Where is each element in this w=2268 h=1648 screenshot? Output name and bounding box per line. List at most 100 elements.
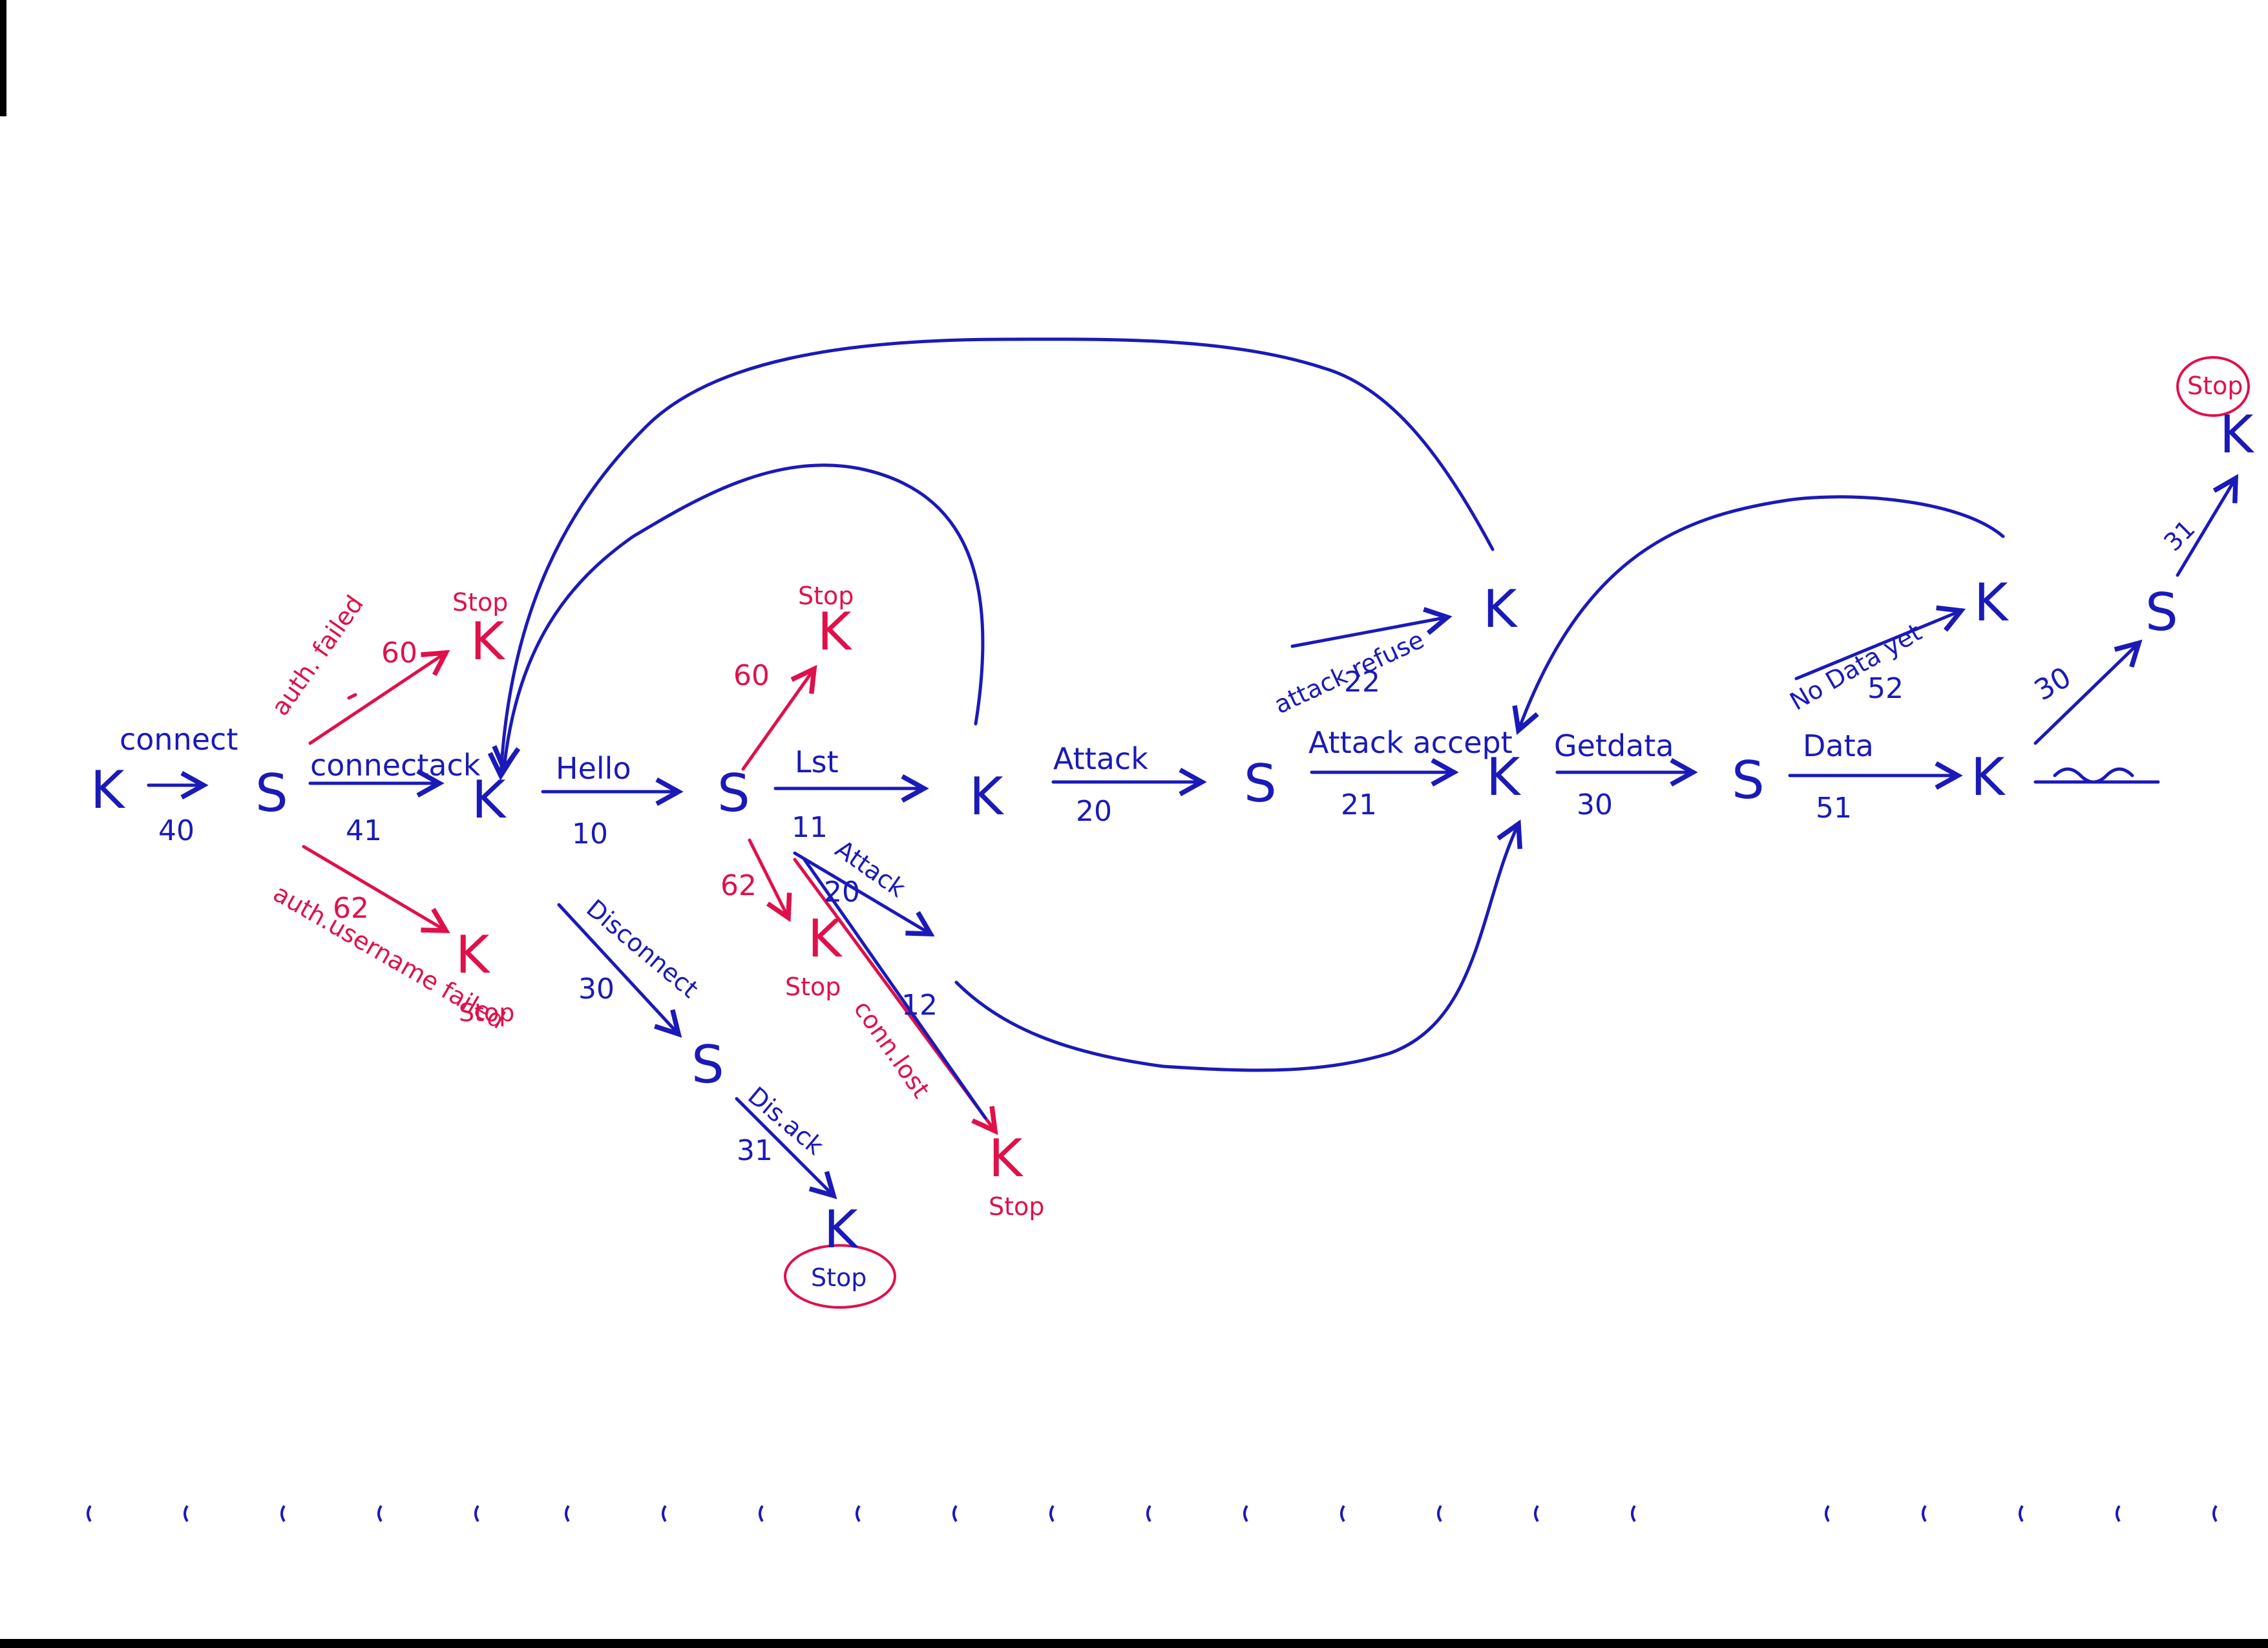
binder-hole-mark [1243, 1505, 1248, 1523]
stop-label-auth-failed: Stop [452, 588, 508, 617]
stop-label-username-failed: Stop [459, 998, 514, 1027]
edge-30-arrow [2033, 643, 2139, 745]
label-getdata: Getdata [1554, 728, 1674, 763]
stop-label-60: Stop [798, 582, 854, 610]
binder-hole-mark [1049, 1505, 1055, 1523]
node-s-attack: S [1244, 754, 1277, 814]
stop-label-conn-lost: Stop [989, 1192, 1044, 1221]
num-52: 52 [1867, 672, 1904, 705]
stop-label-final: Stop [2187, 372, 2243, 400]
edge-auth-username-failed-arrow [302, 845, 446, 931]
stop-label-disack: Stop [811, 1263, 866, 1292]
num-20: 20 [1076, 795, 1112, 828]
label-no-data-yet: No Data yet [1785, 618, 1927, 716]
edge-disack-arrow [735, 1097, 834, 1196]
label-connectack: connectack [310, 748, 481, 783]
node-k-start: K [90, 760, 126, 820]
node-k-connected: K [472, 770, 507, 830]
num-30-getdata: 30 [1577, 788, 1613, 821]
binder-hole-mark [1534, 1505, 1539, 1523]
num-41: 41 [346, 814, 382, 847]
num-22: 22 [1344, 666, 1380, 699]
binder-hole-mark [952, 1505, 958, 1523]
node-k-disack: K [824, 1199, 859, 1260]
node-k-attack-refused: K [1483, 579, 1518, 639]
loop-attack-bottom [954, 824, 1518, 1072]
scribble [2033, 767, 2160, 784]
binder-hole-mark [1631, 1505, 1636, 1523]
node-s-30: S [2145, 582, 2178, 642]
edge-conn-lost-underline [803, 858, 987, 1120]
binder-hole-mark [377, 1505, 383, 1523]
label-connect: connect [120, 722, 238, 757]
node-s-connect: S [255, 763, 288, 823]
node-s-hello: S [717, 763, 750, 823]
node-k-stop-conn-lost: K [989, 1128, 1024, 1188]
edge-disconnect-arrow [557, 903, 678, 1034]
num-60-auth: 60 [381, 637, 417, 670]
binder-hole-mark [1146, 1505, 1151, 1523]
binder-hole-mark [1922, 1505, 1927, 1523]
num-51: 51 [1816, 792, 1852, 825]
num-21: 21 [1341, 788, 1377, 821]
binder-hole-mark [1825, 1505, 1830, 1523]
num-60-lst: 60 [733, 659, 770, 692]
node-k-stop-auth-failed: K [470, 611, 506, 671]
auth-failed-dash [347, 693, 357, 700]
node-k-attack-accepted: K [1486, 747, 1522, 807]
node-k-stop-60: K [817, 602, 853, 662]
scan-edge-left [0, 0, 6, 116]
binder-hole-mark [474, 1505, 479, 1523]
num-11: 11 [792, 811, 828, 844]
node-k-no-data: K [1974, 573, 2010, 633]
label-data: Data [1803, 728, 1874, 763]
edge-no-data-yet-arrow [1794, 611, 1961, 681]
num-10: 10 [572, 818, 608, 850]
binder-hole-marks [87, 1505, 2218, 1523]
label-auth-failed: auth. failed [266, 590, 369, 721]
num-31-disack: 31 [737, 1134, 773, 1167]
node-k-stop-62: K [808, 909, 843, 969]
stop-label-62: Stop [785, 973, 841, 1001]
binder-hole-mark [1437, 1505, 1442, 1523]
edge-attack-refuse-arrow [1290, 617, 1447, 648]
scan-edge-bottom [0, 1639, 2268, 1648]
binder-hole-mark [87, 1505, 92, 1523]
binder-hole-mark [2019, 1505, 2024, 1523]
num-30-final: 30 [2029, 660, 2077, 707]
node-s-getdata: S [1732, 750, 1765, 810]
edge-60-arrow [741, 669, 814, 771]
label-attack: Attack [1053, 741, 1148, 776]
num-12: 12 [901, 989, 938, 1022]
binder-hole-mark [1340, 1505, 1345, 1523]
stop-circle-top-right [2176, 356, 2250, 417]
binder-hole-mark [565, 1505, 570, 1523]
label-lst: Lst [795, 745, 839, 779]
node-k-data: K [1971, 747, 2006, 807]
num-40: 40 [158, 814, 194, 847]
edge-31-arrow [2176, 478, 2236, 577]
binder-hole-mark [662, 1505, 667, 1523]
edge-attack-lst-arrow [793, 851, 930, 934]
num-30-disconnect: 30 [578, 973, 614, 1006]
loop-k-attack-refuse-to-k [501, 337, 1495, 776]
node-k-31: K [2220, 405, 2255, 465]
loop-k-to-k-upper [504, 463, 985, 769]
loop-no-data-to-k [1518, 495, 2005, 730]
node-s-disconnect: S [691, 1035, 724, 1095]
binder-hole-mark [280, 1505, 286, 1523]
edge-62-arrow [748, 838, 788, 918]
stop-circle-bottom [784, 1244, 896, 1309]
binder-hole-mark [759, 1505, 764, 1523]
node-k-stop-username-failed: K [456, 925, 491, 985]
num-20-diag: 20 [824, 876, 860, 909]
num-62-auth: 62 [333, 892, 369, 925]
binder-hole-mark [184, 1505, 189, 1523]
label-hello: Hello [556, 751, 631, 786]
label-attack-accept: Attack accept [1308, 725, 1513, 760]
node-k-list: K [969, 766, 1005, 827]
binder-hole-mark [2116, 1505, 2121, 1523]
binder-hole-mark [856, 1505, 861, 1523]
